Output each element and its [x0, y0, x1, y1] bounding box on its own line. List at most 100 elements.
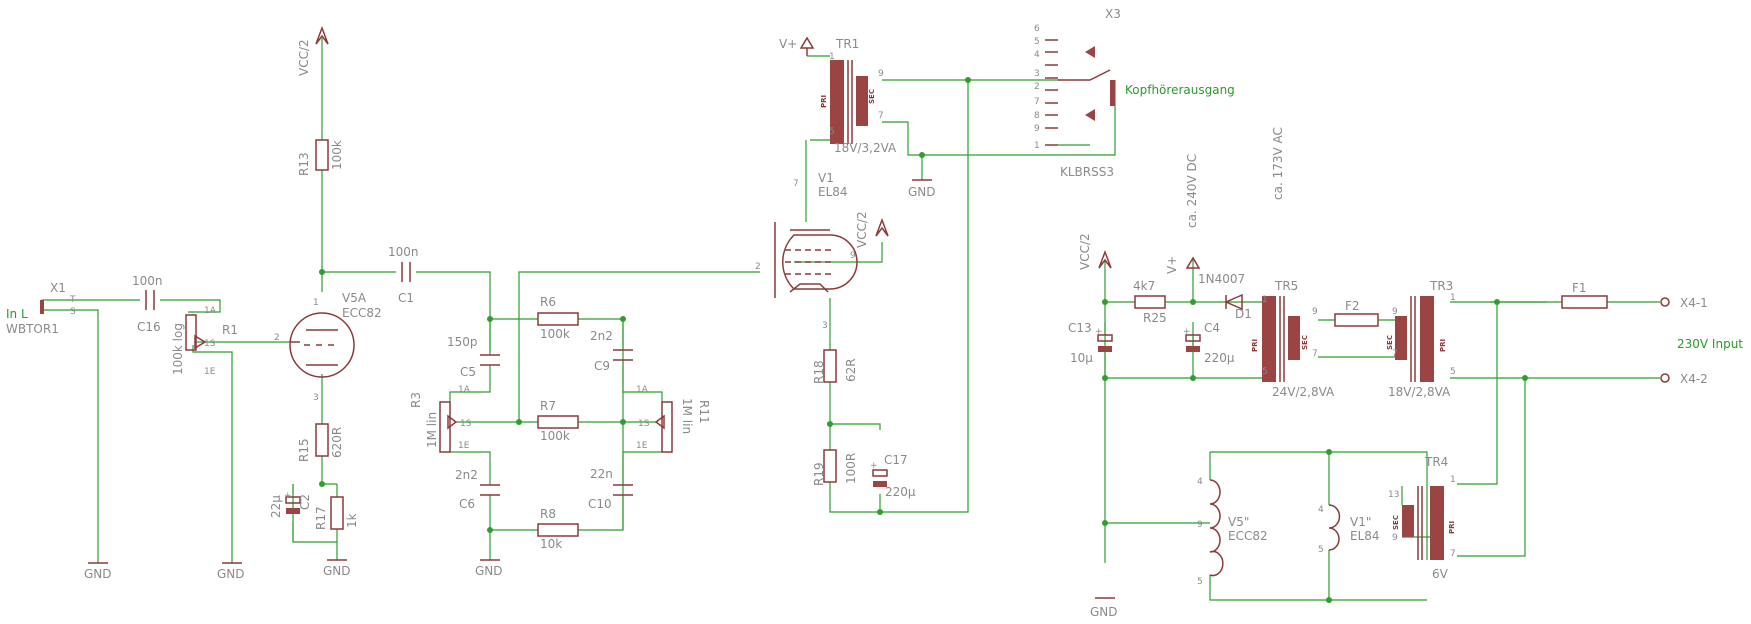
- label-c13: C13: [1068, 321, 1092, 335]
- label-x3-pin8: 8: [1034, 111, 1040, 121]
- label-tr5-sec: SEC: [1301, 335, 1309, 350]
- label-v1h-pin5: 5: [1318, 545, 1324, 555]
- label-tr4-pri: PRI: [1448, 521, 1456, 534]
- heater-v5: [1209, 479, 1224, 577]
- transformer-tr3: [1395, 296, 1434, 382]
- label-c6: C6: [459, 497, 475, 511]
- label-r7-value: 100k: [540, 429, 570, 443]
- resistor-r18: [823, 349, 837, 383]
- label-c13-value: 10µ: [1070, 351, 1093, 365]
- capacitor-c9: [613, 349, 633, 361]
- resistor-r19: [823, 449, 837, 483]
- label-r17-value: 1k: [345, 513, 359, 528]
- label-r11-value: 1M lin: [680, 398, 694, 434]
- label-c10: C10: [588, 497, 612, 511]
- label-kopfhorer: Kopfhörerausgang: [1125, 83, 1235, 97]
- label-r6: R6: [540, 295, 556, 309]
- label-v1-pin9: 9: [850, 251, 856, 261]
- label-r13: R13: [297, 152, 311, 176]
- label-v5a-pin3: 3: [313, 393, 319, 403]
- label-v5-heater: V5": [1228, 515, 1249, 529]
- label-x3-pin2: 2: [1034, 82, 1040, 92]
- label-r25: R25: [1143, 311, 1167, 325]
- label-c1: C1: [398, 291, 414, 305]
- label-r8-value: 10k: [540, 537, 562, 551]
- vplus-symbol-1: [799, 36, 830, 57]
- mains-terminals-x4: [1660, 297, 1670, 383]
- label-x3-pin9: 9: [1034, 124, 1040, 134]
- label-tr3-pin1: 1: [1450, 293, 1456, 303]
- label-gnd-6: GND: [1090, 605, 1118, 619]
- fuse-f2: [1334, 313, 1379, 327]
- ground-symbols: [88, 179, 1115, 599]
- label-r3-1a: 1A: [458, 385, 471, 395]
- label-c9: C9: [594, 359, 610, 373]
- label-c4-plus: +: [1183, 327, 1191, 337]
- label-r7: R7: [540, 399, 556, 413]
- label-tr1-pin7: 7: [878, 111, 884, 121]
- label-tr1: TR1: [835, 37, 859, 51]
- label-c17-plus: +: [870, 461, 878, 471]
- capacitor-c17: [872, 469, 888, 487]
- label-tr4-pin13: 13: [1388, 490, 1399, 500]
- label-v1-heater-type: EL84: [1350, 529, 1380, 543]
- label-c2: C2: [298, 494, 312, 510]
- resistor-r6: [537, 312, 579, 326]
- label-tr4-sec: SEC: [1392, 515, 1400, 530]
- label-c13-plus: +: [1095, 327, 1103, 337]
- potentiometer-r1: [185, 314, 207, 351]
- label-r11: R11: [697, 400, 711, 424]
- label-tr4-pin7: 7: [1450, 549, 1456, 559]
- label-tr1-pin1: 1: [829, 52, 835, 62]
- vplus-symbol-2: [1185, 256, 1201, 269]
- label-tr1-pri: PRI: [820, 95, 828, 108]
- label-tr3-sec: SEC: [1386, 335, 1394, 350]
- capacitor-c4: [1185, 334, 1201, 352]
- label-r13-value: 100k: [330, 140, 344, 170]
- label-c4: C4: [1204, 321, 1220, 335]
- label-r3-1s: 1S: [460, 419, 472, 429]
- label-tr5-pin9: 9: [1312, 307, 1318, 317]
- label-c5: C5: [460, 365, 476, 379]
- label-c16-value: 100n: [132, 274, 163, 288]
- label-c6-value: 2n2: [455, 468, 478, 482]
- label-tr3-pri: PRI: [1439, 339, 1447, 352]
- label-ca-240v: ca. 240V DC: [1185, 154, 1199, 228]
- label-tr3-value: 18V/2,8VA: [1388, 385, 1451, 399]
- label-gnd-1: GND: [84, 567, 112, 581]
- junctions: [319, 77, 1528, 603]
- label-tr5-pri: PRI: [1251, 339, 1259, 352]
- label-v5h-pin9: 9: [1197, 520, 1203, 530]
- label-v1: V1: [818, 171, 834, 185]
- input-jack-x1: [40, 300, 44, 314]
- label-c4-value: 220µ: [1204, 351, 1235, 365]
- label-tr5-value: 24V/2,8VA: [1272, 385, 1335, 399]
- label-gnd-5: GND: [908, 185, 936, 199]
- label-r18-value: 62R: [844, 358, 858, 382]
- label-r11-1s: 1S: [638, 419, 650, 429]
- capacitor-c13: [1097, 334, 1113, 352]
- label-vcc-3: VCC/2: [1078, 233, 1092, 270]
- label-v1-pin3: 3: [822, 321, 828, 331]
- label-vcc-1: VCC/2: [297, 39, 311, 76]
- label-f1: F1: [1572, 281, 1587, 295]
- label-tr3-pin5: 5: [1450, 367, 1456, 377]
- label-230v-input: 230V Input: [1677, 337, 1743, 351]
- resistor-r17: [330, 496, 344, 530]
- fuse-f1: [1561, 295, 1608, 309]
- label-r3-value: 1M lin: [425, 412, 439, 448]
- label-c17-value: 220µ: [885, 485, 916, 499]
- triode-v5a: [289, 312, 355, 378]
- label-r15-value: 620R: [330, 427, 344, 458]
- label-r11-1e: 1E: [636, 441, 648, 451]
- label-v5h-pin5: 5: [1197, 577, 1203, 587]
- label-x3-pin6: 6: [1034, 24, 1040, 34]
- label-r6-value: 100k: [540, 327, 570, 341]
- label-x1-s: S: [70, 307, 76, 317]
- label-r19-value: 100R: [844, 453, 858, 484]
- label-r1-1a: 1A: [204, 306, 217, 316]
- label-x3-pin5: 5: [1034, 37, 1040, 47]
- headphone-jack-x3: [1045, 39, 1115, 146]
- label-v1h-pin4: 4: [1318, 505, 1324, 515]
